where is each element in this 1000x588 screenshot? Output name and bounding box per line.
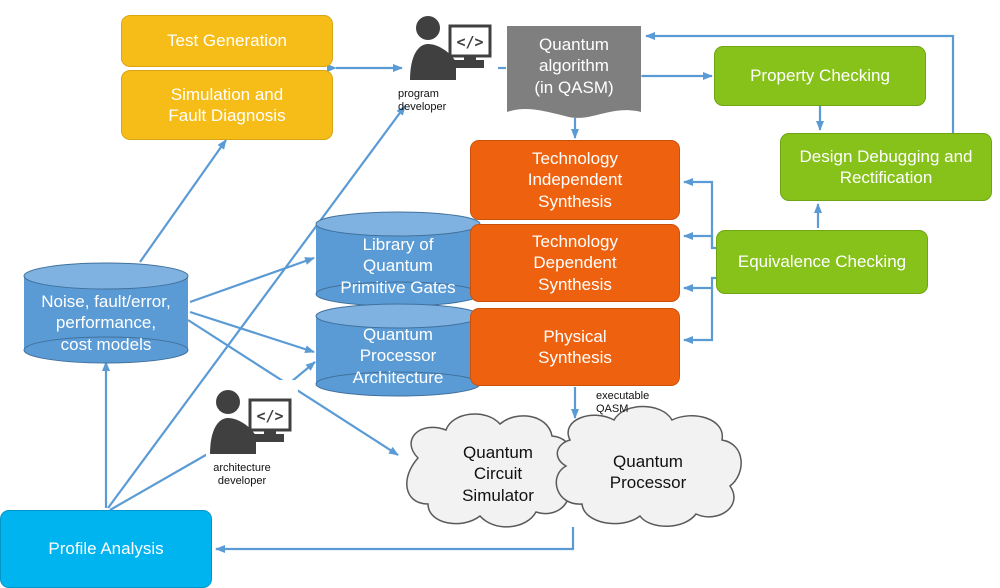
quantum-processor-label: Quantum Processor (609, 451, 687, 492)
arrow-simulator-to-profile (215, 527, 575, 553)
arrow-noise-to-library (189, 256, 315, 304)
profile-analysis-label: Profile Analysis (48, 539, 164, 559)
circuit-simulator-label: Quantum Circuit Simulator (462, 443, 534, 505)
design-debugging-label: Design Debugging and Rectification (799, 146, 973, 187)
arrow-debug-to-algorithm (645, 32, 955, 138)
program-developer-label: program developer (398, 87, 447, 113)
executable-qasm-label: executable QASM (596, 389, 650, 415)
design-debugging-box: Design Debugging and Rectification (780, 133, 992, 201)
developer-icon: </> (206, 380, 298, 460)
physical-synthesis-label: Physical Synthesis (538, 326, 612, 367)
library-gates-label: Library of Quantum Primitive Gates (340, 235, 456, 297)
test-generation-label: Test Generation (166, 31, 287, 51)
processor-architecture-cylinder (315, 303, 481, 397)
arrow-equiv-physical (683, 288, 714, 344)
noise-models-label: Noise, fault/error, performance, cost mo… (41, 292, 171, 354)
tech-independent-box: Technology Independent Synthesis (470, 140, 680, 220)
profile-analysis-box: Profile Analysis (0, 510, 212, 588)
quantum-algorithm-label: Quantum algorithm (in QASM) (534, 35, 614, 97)
processor-arch-label: Quantum Processor Architecture (352, 325, 444, 387)
library-gates-cylinder (315, 211, 481, 307)
equivalence-checking-box: Equivalence Checking (716, 230, 928, 294)
arrow-noise-to-architecture (189, 310, 315, 354)
quantum-algorithm-document (507, 26, 641, 118)
simulation-fault-box: Simulation and Fault Diagnosis (121, 70, 333, 140)
tech-dependent-box: Technology Dependent Synthesis (470, 224, 680, 302)
arrow-equiv-tech-dependent-1 (683, 232, 714, 248)
connector-arrows (102, 32, 955, 553)
arrow-profile-to-arch-dev (109, 447, 219, 511)
test-generation-box: Test Generation (121, 15, 333, 67)
arrow-noise-to-simulation (139, 139, 227, 263)
quantum-processor-cloud (555, 405, 742, 527)
architecture-developer-label: architecture developer (213, 461, 271, 487)
equivalence-checking-label: Equivalence Checking (737, 252, 907, 272)
arrow-equiv-tech-independent (683, 178, 716, 250)
code-brackets-icon: </> (256, 407, 283, 425)
arrow-equiv-tech-dependent-2 (683, 276, 716, 292)
code-brackets-icon: </> (456, 33, 483, 51)
tech-dependent-label: Technology Dependent Synthesis (531, 232, 618, 294)
property-checking-box: Property Checking (714, 46, 926, 106)
developer-icon: </> (406, 8, 498, 88)
simulation-fault-label: Simulation and Fault Diagnosis (168, 84, 286, 125)
property-checking-label: Property Checking (750, 66, 890, 86)
arrow-profile-to-program-dev (107, 105, 406, 509)
physical-synthesis-box: Physical Synthesis (470, 308, 680, 386)
noise-models-cylinder (23, 262, 189, 364)
tech-independent-label: Technology Independent Synthesis (527, 149, 623, 211)
